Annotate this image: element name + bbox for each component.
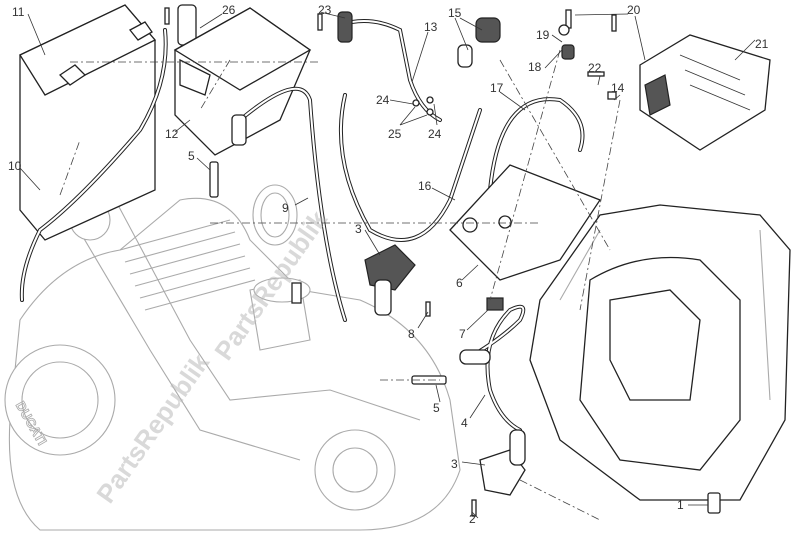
- callout-3b: 3: [451, 457, 458, 471]
- callout-9: 9: [282, 201, 289, 215]
- fasteners: [164, 7, 617, 517]
- airbox: [529, 204, 791, 501]
- bracket-16: [449, 164, 601, 281]
- callout-26: 26: [222, 3, 236, 17]
- callout-19: 19: [536, 28, 550, 42]
- callout-12: 12: [165, 127, 179, 141]
- callout-1: 1: [677, 498, 684, 512]
- battery-terminal-cap: [177, 4, 197, 46]
- callout-4: 4: [461, 416, 468, 430]
- callout-25: 25: [388, 127, 402, 141]
- callout-6: 6: [456, 276, 463, 290]
- cap-23: [337, 11, 353, 43]
- callout-3a: 3: [355, 222, 362, 236]
- callout-24b: 24: [428, 127, 442, 141]
- assembly-lines: [59, 49, 621, 521]
- callout-20: 20: [627, 3, 641, 17]
- leader-lines: [19, 11, 756, 519]
- callout-7: 7: [459, 327, 466, 341]
- callout-10: 10: [8, 159, 22, 173]
- ignition-coil-lower: [479, 429, 526, 496]
- callout-18: 18: [528, 60, 542, 74]
- plug-cap-5: [459, 349, 491, 365]
- ignition-coil-upper: [364, 244, 416, 316]
- sensor-connector: [291, 282, 302, 304]
- callout-22: 22: [588, 61, 602, 75]
- callout-17: 17: [490, 81, 504, 95]
- battery: [19, 4, 157, 241]
- spark-plug-upper: [209, 161, 219, 198]
- callout-11: 11: [12, 5, 25, 19]
- spacer-1: [707, 492, 721, 514]
- battery-cover: [173, 7, 312, 156]
- callout-8: 8: [408, 327, 415, 341]
- callout-5b: 5: [433, 401, 440, 415]
- rubber-mount-7: [486, 297, 504, 311]
- grommet-15: [457, 17, 501, 68]
- grommet-18: [561, 44, 575, 60]
- callout-23: 23: [318, 3, 332, 17]
- callout-13: 13: [424, 20, 438, 34]
- plug-cap-9: [231, 114, 247, 146]
- callout-24a: 24: [376, 93, 390, 107]
- callout-21: 21: [755, 37, 769, 51]
- callout-labels: 11 26 23 13 15 19 20 21 18 22 14 12 24 2…: [8, 3, 769, 526]
- callout-16: 16: [418, 179, 432, 193]
- callout-14: 14: [611, 81, 625, 95]
- ecu-21: [639, 34, 771, 151]
- callout-5a: 5: [188, 149, 195, 163]
- callout-2: 2: [469, 512, 476, 526]
- callout-15: 15: [448, 6, 462, 20]
